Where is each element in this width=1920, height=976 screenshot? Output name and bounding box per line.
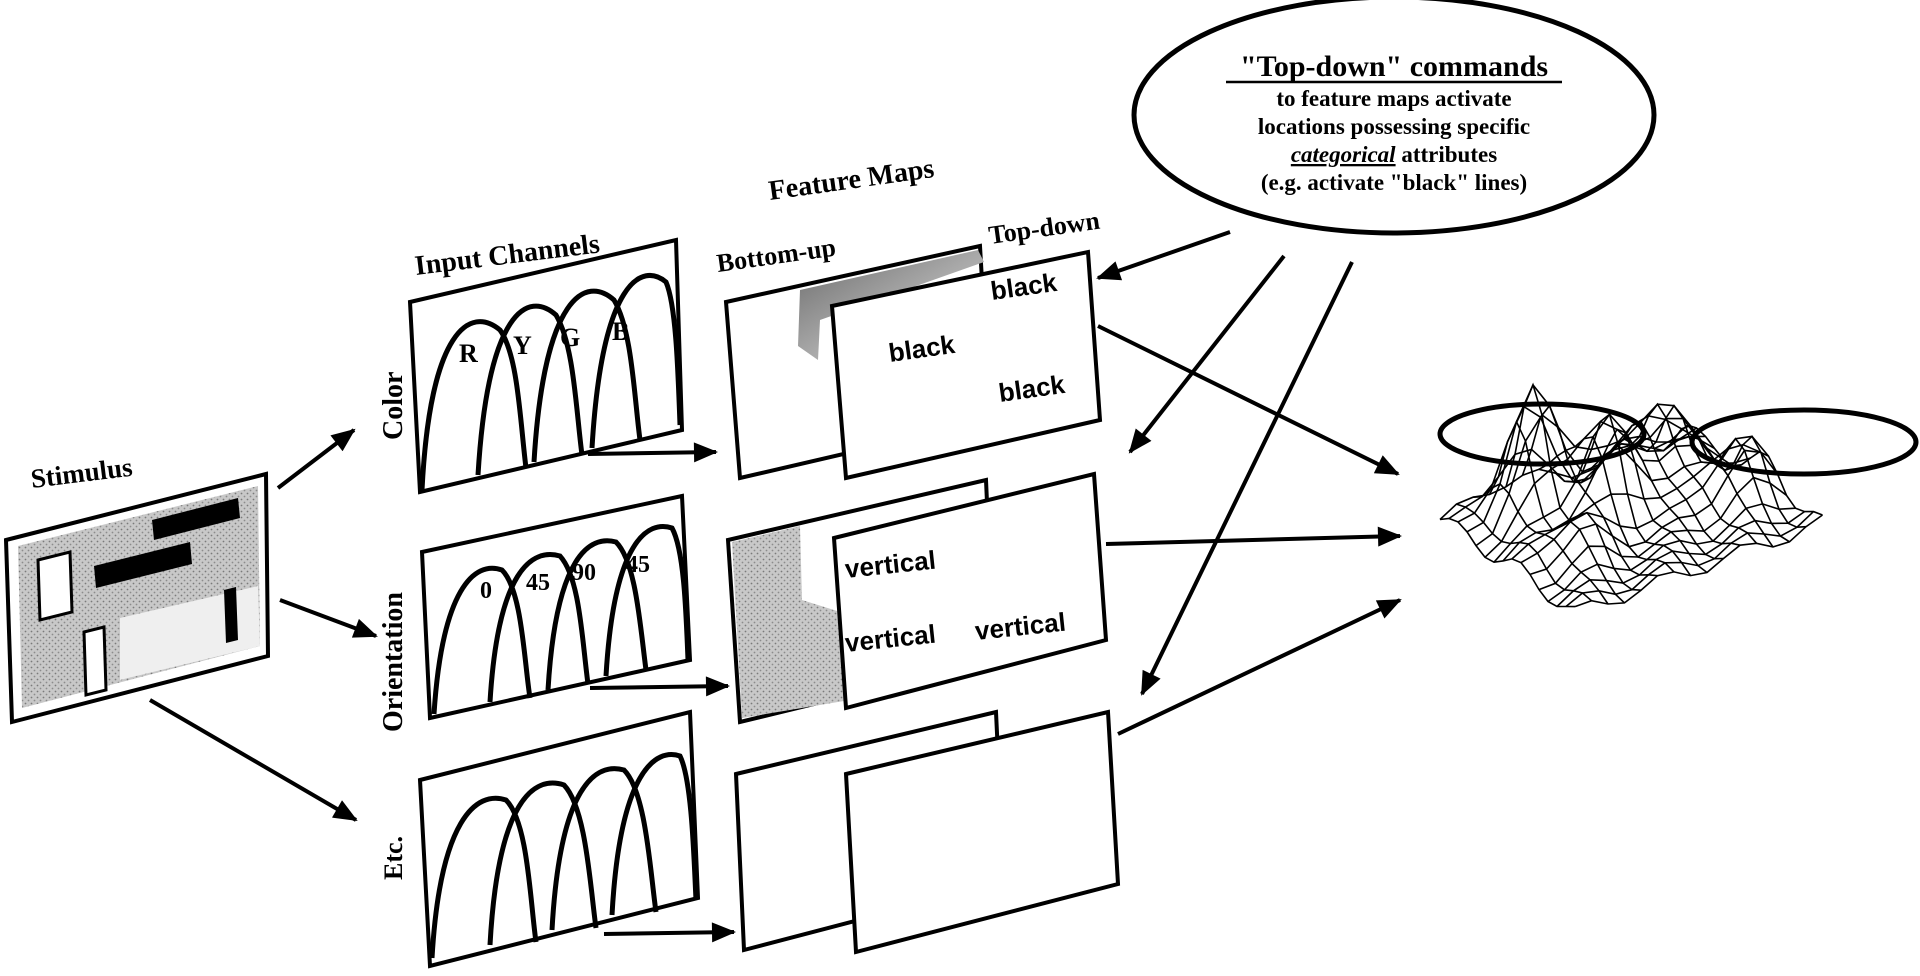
top-down-callout: "Top-down" commands to feature maps acti…	[1131, 0, 1657, 236]
mesh-line	[1604, 420, 1741, 546]
feature-maps-title: Feature Maps	[767, 153, 936, 207]
bottom-up-label: Bottom-up	[715, 233, 838, 278]
channel-curve-etc-2	[487, 780, 599, 946]
channel-label-orientation: Orientation	[378, 592, 409, 732]
callout-line-4: (e.g. activate "black" lines)	[1261, 170, 1527, 195]
curve-label-45b: 45	[626, 552, 650, 578]
mesh-line	[1475, 403, 1724, 547]
arrow-stimulus-to-color	[276, 428, 356, 490]
curve-label-90: 90	[572, 560, 596, 586]
callout-categorical: categorical	[1291, 142, 1396, 167]
stimulus-arrows	[148, 428, 378, 822]
channel-panel-etc	[417, 709, 701, 969]
map-to-saliency-arrows	[1097, 324, 1402, 736]
mesh-line	[1670, 435, 1807, 529]
mesh-line	[1538, 476, 1787, 591]
mesh-line	[1457, 405, 1706, 523]
curve-label-b: B	[612, 317, 629, 346]
arrow-callout-to-orientation-map	[1128, 254, 1286, 454]
arrow-stimulus-to-etc	[148, 698, 358, 822]
callout-line-2: locations possessing specific	[1258, 114, 1530, 139]
callout-attributes: attributes	[1396, 142, 1498, 167]
bottom-up-map-orientation-shade	[732, 526, 850, 718]
mesh-line	[1439, 424, 1689, 521]
top-down-label: Top-down	[987, 206, 1102, 250]
arrow-color-to-map	[587, 442, 718, 463]
mesh-line	[1466, 383, 1715, 533]
mesh-line	[1687, 424, 1823, 516]
curve-label-45a: 45	[526, 570, 550, 596]
mesh-line	[1520, 435, 1770, 564]
channel-curve-color-g	[531, 288, 643, 463]
stimulus-black-bar-2	[94, 542, 192, 588]
channel-curve-orient-45	[487, 552, 591, 703]
mesh-line	[1439, 517, 1576, 608]
activation-map-mesh	[1439, 382, 1823, 608]
channel-curve-etc-1	[429, 795, 539, 959]
stimulus: Stimulus	[3, 452, 271, 725]
mesh-line	[1538, 435, 1675, 573]
mesh-line	[1547, 503, 1796, 603]
mesh-line	[1556, 510, 1805, 608]
channel-curve-etc-4	[609, 752, 699, 916]
mesh-line	[1574, 514, 1823, 608]
channel-curve-etc-3	[549, 766, 659, 931]
arrow-color-map-to-saliency	[1097, 324, 1400, 476]
arrow-orientation-to-map	[589, 676, 730, 697]
channel-etc: Etc.	[379, 709, 701, 969]
curve-label-y: Y	[513, 331, 532, 360]
mesh-line	[1565, 511, 1815, 608]
callout-line-1: to feature maps activate	[1276, 86, 1511, 111]
arrow-callout-to-color-map	[1096, 230, 1231, 281]
channel-label-etc: Etc.	[379, 836, 408, 880]
arrow-orientation-map-to-saliency	[1105, 526, 1402, 547]
stimulus-black-bar-1	[152, 498, 240, 540]
channel-color: Color R Y G B	[378, 237, 685, 495]
arrow-stimulus-to-orientation	[279, 598, 378, 638]
mesh-line	[1521, 404, 1658, 577]
channel-curve-orient-0	[431, 565, 533, 715]
arrow-callout-to-etc-map	[1140, 261, 1354, 696]
top-down-map-color	[829, 249, 1103, 481]
channel-curve-orient-135	[603, 524, 691, 677]
bottom-up-map-color-shade	[798, 250, 984, 360]
curve-label-g: G	[560, 323, 580, 352]
stimulus-label: Stimulus	[29, 452, 134, 494]
mesh-line	[1456, 503, 1593, 602]
channel-arrows	[587, 442, 736, 943]
channel-orientation: Orientation 0 45 90 45	[378, 493, 693, 732]
callout-heading: "Top-down" commands	[1240, 50, 1548, 83]
mesh-line	[1472, 482, 1609, 605]
activation-ring-right	[1689, 407, 1919, 477]
mesh-line	[1484, 417, 1733, 558]
callout-arrows	[1096, 230, 1354, 696]
channel-curve-color-b	[589, 273, 683, 449]
channel-label-color: Color	[378, 372, 409, 440]
top-down-map-etc	[843, 709, 1121, 955]
feature-map-row-etc	[733, 709, 1121, 955]
top-down-map-orientation	[831, 471, 1109, 711]
curve-label-0: 0	[480, 578, 492, 604]
mesh-line	[1511, 443, 1760, 560]
feature-map-row-orientation: vertical vertical vertical	[725, 471, 1109, 725]
channel-curve-color-y	[475, 303, 585, 476]
stimulus-white-bar-2	[82, 625, 108, 697]
callout-line-3: categorical attributes	[1291, 142, 1497, 167]
arrow-etc-map-to-saliency	[1117, 598, 1402, 736]
mesh-line	[1621, 402, 1758, 544]
feature-map-row-color: black black black	[723, 243, 1103, 481]
arrow-etc-to-map	[603, 922, 736, 943]
curve-label-r: R	[459, 339, 478, 368]
activation-ring-left	[1437, 401, 1647, 467]
channel-curve-color-r	[419, 319, 529, 491]
mesh-line	[1529, 449, 1779, 576]
stimulus-white-bar-1	[36, 550, 74, 622]
channel-curve-orient-90	[545, 538, 649, 691]
stimulus-black-vertical	[224, 587, 238, 643]
callout-ellipse	[1131, 0, 1657, 236]
